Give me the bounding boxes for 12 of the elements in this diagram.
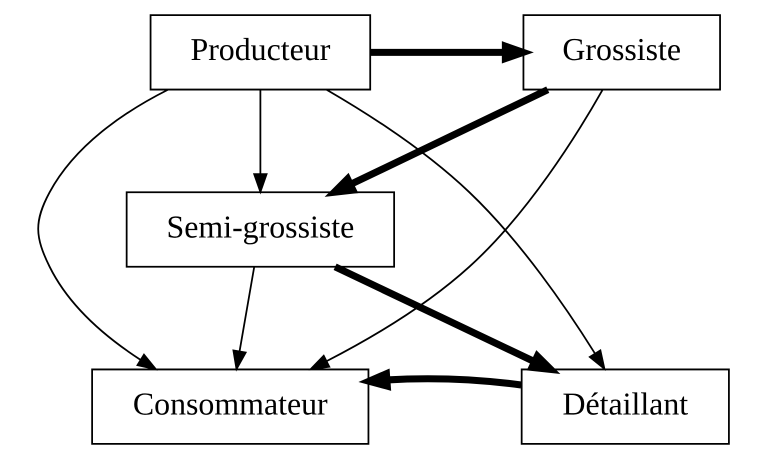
arrow [324, 86, 550, 197]
arrow [37, 88, 168, 371]
node-box: Semi-grossiste [126, 191, 396, 268]
node-box: Détaillant [520, 368, 730, 445]
arrow [334, 264, 560, 374]
arrow [358, 368, 522, 391]
node-box: Producteur [150, 14, 372, 90]
arrow [370, 41, 534, 64]
node-box: Grossiste [522, 14, 721, 90]
arrow [252, 90, 268, 194]
arrow [232, 267, 256, 372]
node-box: Consommateur [91, 368, 370, 445]
